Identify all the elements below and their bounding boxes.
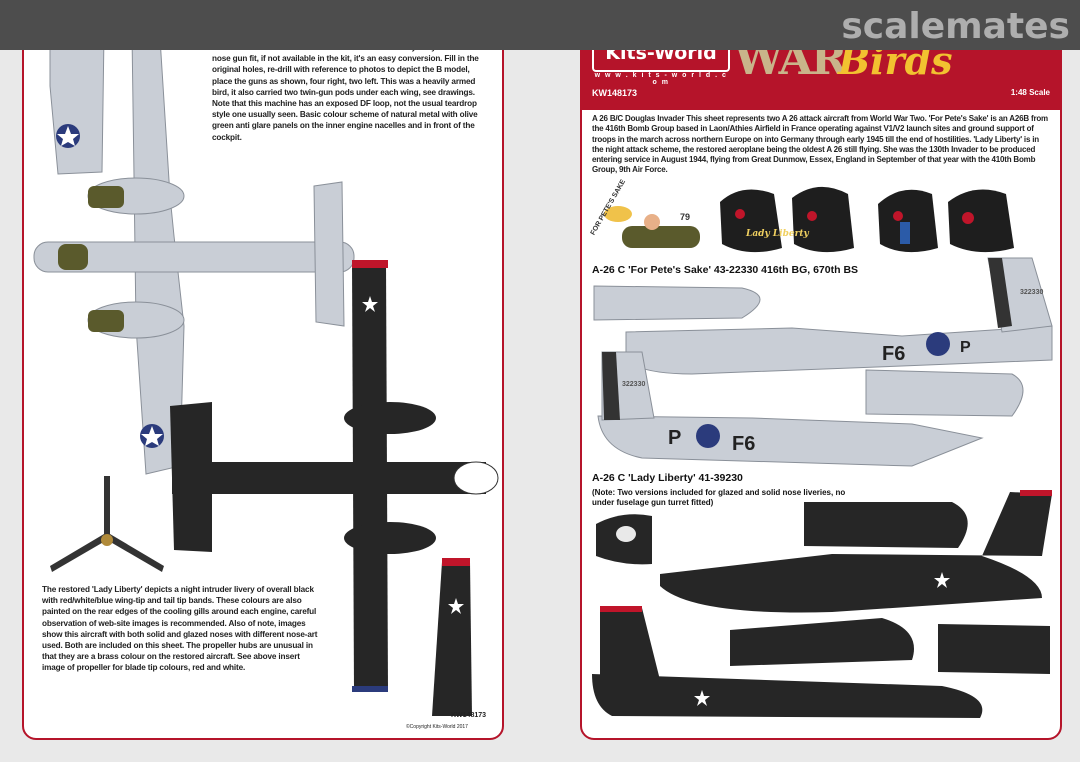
nose-art-number: 79 xyxy=(680,212,690,222)
lady-liberty-notes: The restored 'Lady Liberty' depicts a ni… xyxy=(42,585,318,673)
propeller-insert xyxy=(50,476,164,572)
right-aircraft-drawings: FOR PETE'S SAKE 79 Lady Liberty F6 P 322… xyxy=(590,178,1053,718)
code-letters-p-a: P xyxy=(960,339,971,356)
nose-art-lady-liberty xyxy=(720,186,1014,253)
watermark-logo: scalemates xyxy=(841,6,1070,47)
tail-serial-a: 322330 xyxy=(1020,289,1043,296)
website-url: w w w . k i t s - w o r l d . c o m xyxy=(594,72,728,86)
copyright-text: ©Copyright Kits-World 2017 xyxy=(406,724,468,730)
lady-liberty-heading: A-26 C 'Lady Liberty' 41-39230 xyxy=(592,472,743,484)
lady-liberty-top-view xyxy=(170,262,486,692)
tail-serial-b: 322330 xyxy=(622,381,645,388)
code-letters-f6-b: F6 xyxy=(732,433,755,455)
sheet-description: A 26 B/C Douglas Invader This sheet repr… xyxy=(592,114,1048,175)
code-letters-p-b: P xyxy=(668,427,681,449)
left-sheet-code: KW148173 xyxy=(451,712,487,719)
left-instruction-sheet: 'For Pete's Sake' is an A 26B and as suc… xyxy=(22,24,504,740)
top-bar xyxy=(0,0,1080,50)
for-petes-sake-top-view xyxy=(33,33,355,475)
gun-pod-upper xyxy=(593,285,761,321)
for-petes-sake-side-view-2 xyxy=(597,351,1024,467)
scale-label: 1:48 Scale xyxy=(1010,88,1050,97)
nose-art-for-petes-sake xyxy=(604,206,700,248)
left-aircraft-drawings xyxy=(33,33,499,716)
lady-liberty-side-views xyxy=(592,492,1052,718)
right-instruction-sheet: Kits-World w w w . k i t s - w o r l d .… xyxy=(580,24,1062,740)
code-letters-f6-a: F6 xyxy=(882,343,905,365)
product-code: KW148173 xyxy=(592,88,638,98)
lady-liberty-art-label: Lady Liberty xyxy=(745,229,809,239)
lady-liberty-note: (Note: Two versions included for glazed … xyxy=(592,488,846,507)
for-petes-sake-notes: 'For Pete's Sake' is an A 26B and as suc… xyxy=(212,43,479,142)
for-petes-sake-heading: A-26 C 'For Pete's Sake' 43-22330 416th … xyxy=(592,264,859,276)
